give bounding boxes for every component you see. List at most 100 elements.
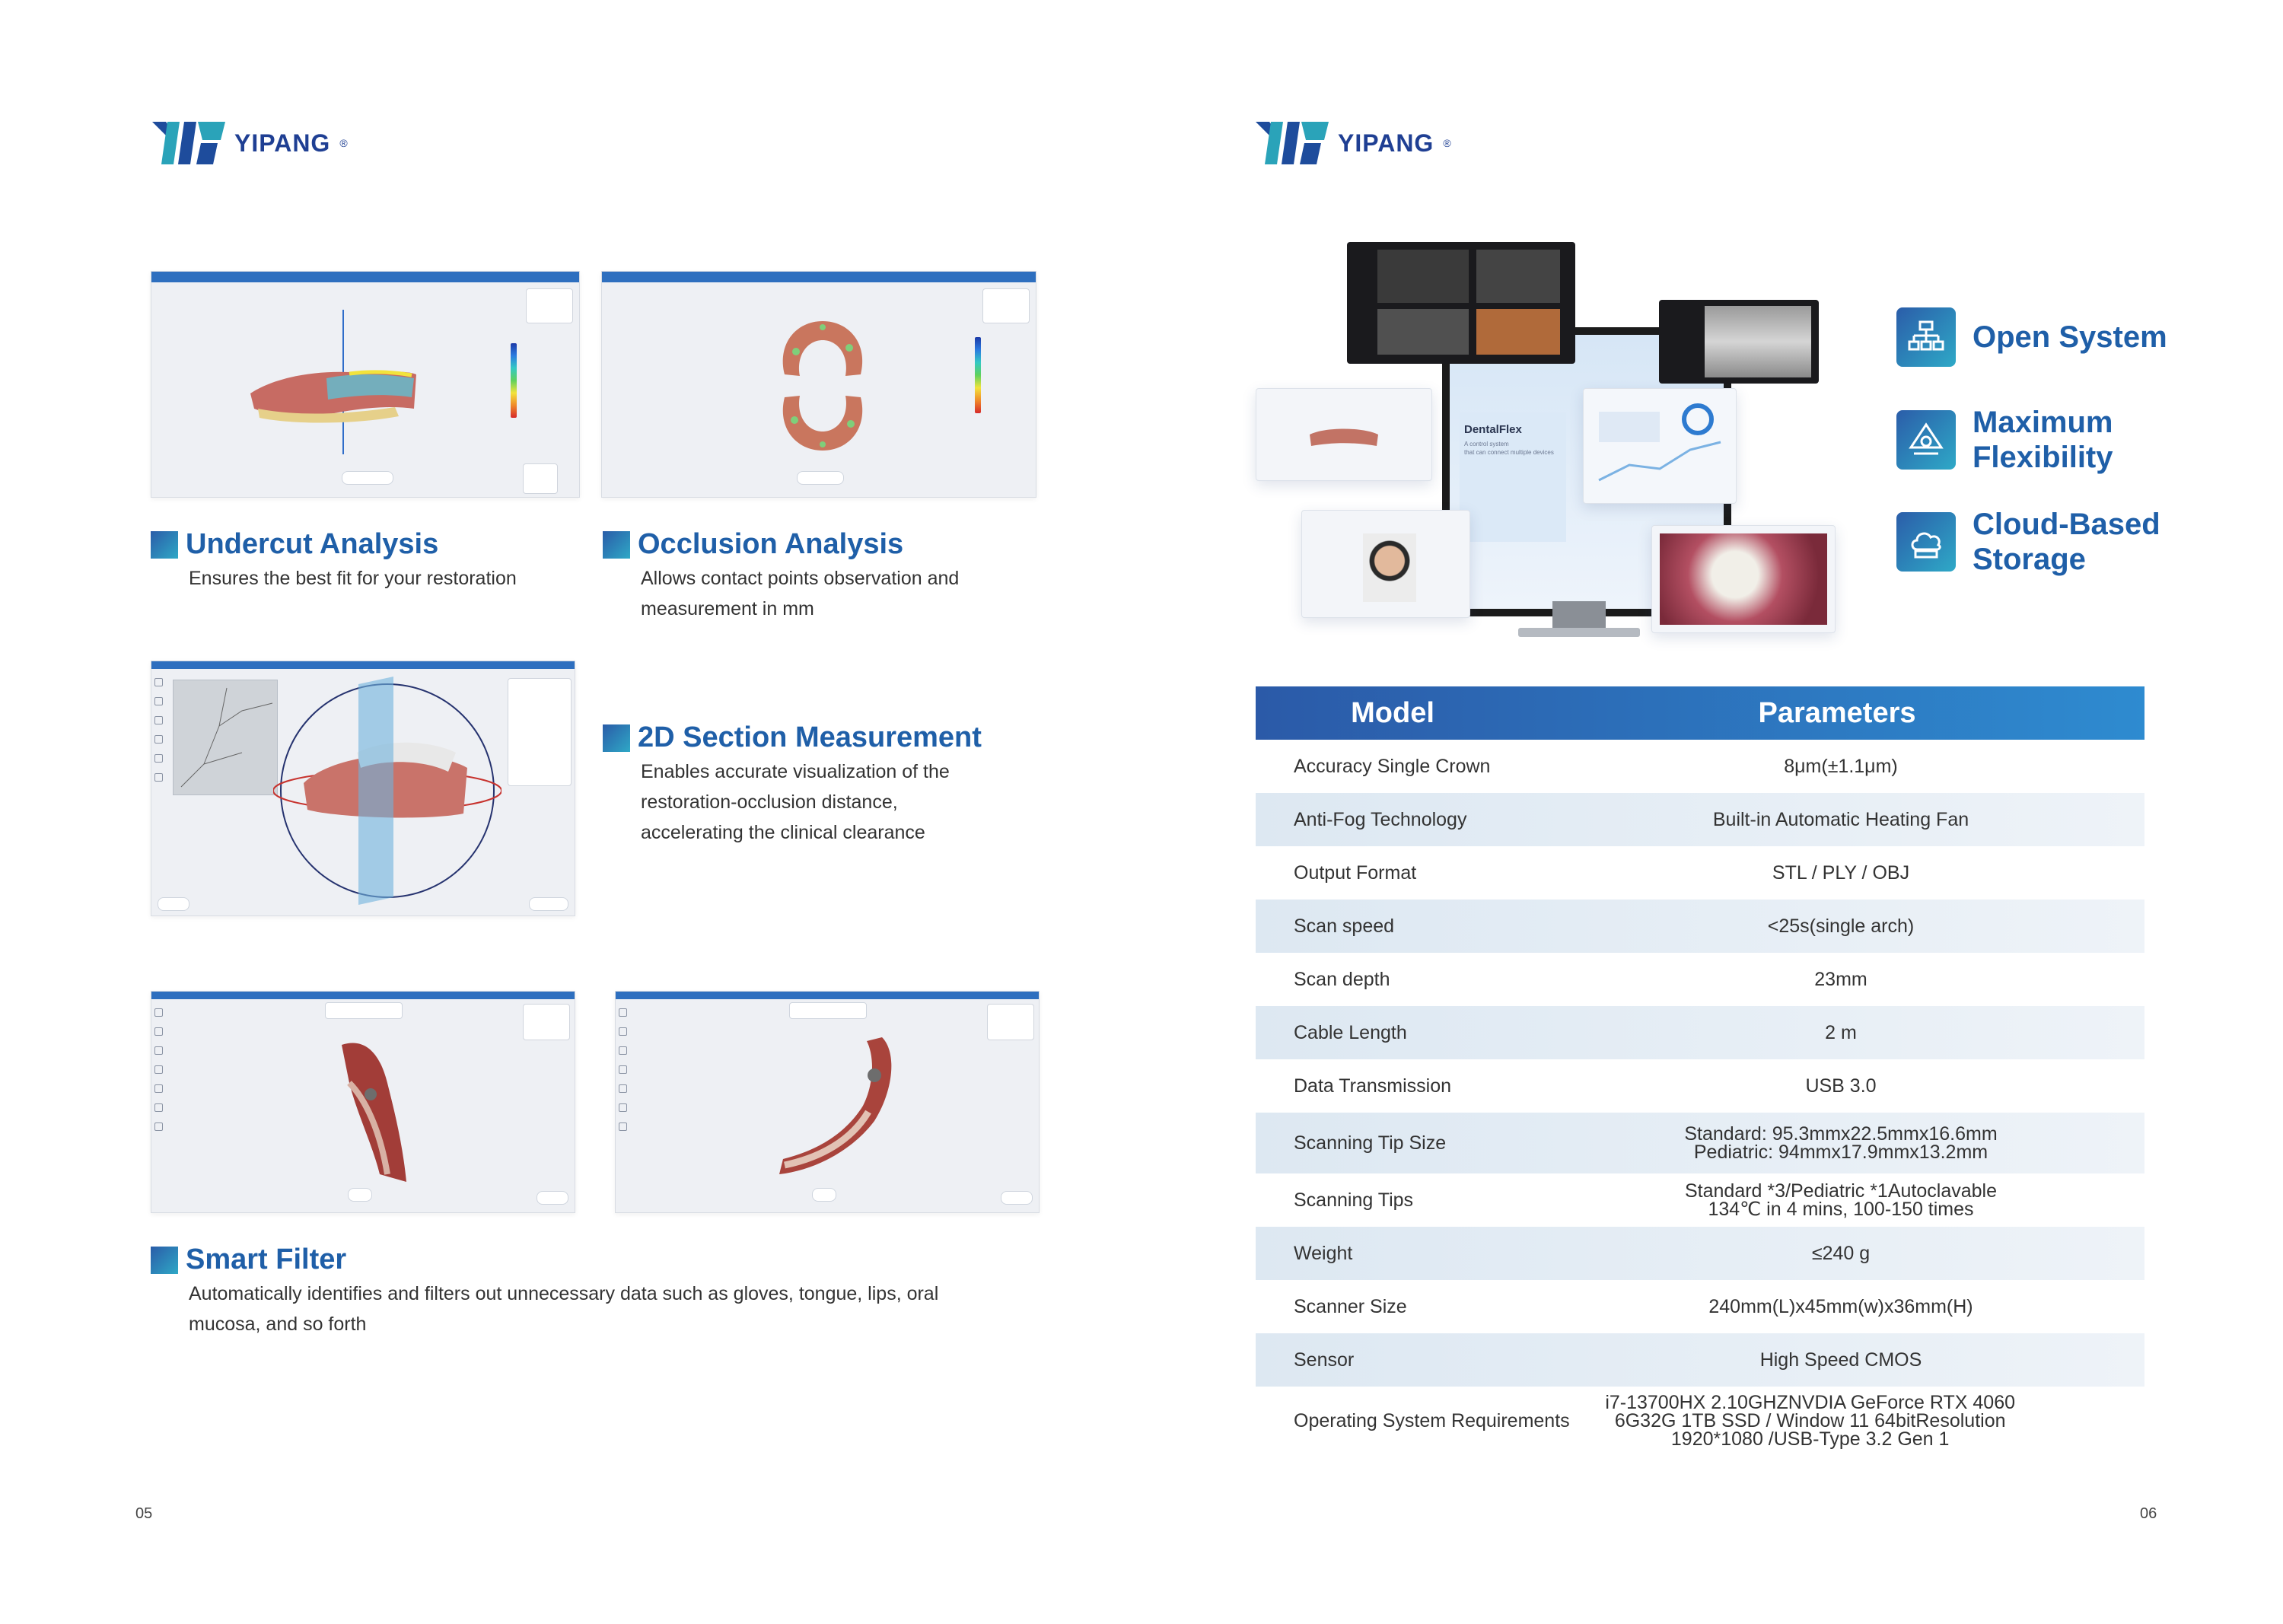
spec-name: Scanning Tips (1294, 1189, 1414, 1211)
occlusion-heading: Occlusion Analysis (603, 528, 903, 561)
next-button[interactable] (1001, 1191, 1033, 1205)
spec-value-line: 23mm (1814, 969, 1867, 990)
registered-mark: ® (1443, 137, 1451, 149)
app-titlebar (602, 272, 1036, 282)
brand-logo-right: YIPANG ® (1256, 122, 1451, 164)
spec-value-line: 1920*1080 /USB-Type 3.2 Gen 1 (1670, 1428, 1950, 1450)
desc-line: Automatically identifies and filters out… (189, 1283, 939, 1304)
spec-table-header: Model Parameters (1256, 686, 2144, 740)
spec-name: Accuracy Single Crown (1294, 755, 1491, 777)
dashboard-charts (1598, 403, 1721, 482)
remove-button[interactable] (158, 897, 189, 911)
spec-name: Data Transmission (1294, 1075, 1452, 1097)
dentalflex-title: DentalFlex (1464, 423, 1522, 436)
section-plane-model (273, 677, 501, 905)
measurement-panel (508, 678, 572, 786)
section-heading: 2D Section Measurement (603, 721, 982, 754)
spec-value-line: <25s(single arch) (1767, 915, 1915, 937)
app-titlebar (616, 992, 1039, 999)
tool-sidebar[interactable] (619, 1008, 629, 1131)
spec-value-line: 2 m (1825, 1022, 1857, 1043)
occlusion-description: Allows contact points observation and me… (641, 563, 959, 624)
view-toolbar[interactable] (342, 471, 393, 485)
view-toolbar[interactable] (797, 471, 844, 485)
spec-rows: Accuracy Single Crown 8μm(±1.1μm) Anti-Fog… (1256, 740, 2144, 1455)
page-number-left: 05 (135, 1505, 153, 1522)
feature-label: Maximum (1973, 406, 2113, 439)
spec-value: Built-in Automatic Heating Fan (1667, 809, 2144, 830)
spec-row: Weight≤240 g (1256, 1227, 2144, 1280)
spec-value-line: Pediatric: 94mmx17.9mmx13.2mm (1693, 1142, 1988, 1163)
undercut-title: Undercut Analysis (186, 528, 439, 560)
spec-value-line: Built-in Automatic Heating Fan (1712, 809, 1969, 830)
filter-before-screenshot (151, 991, 575, 1213)
view-panel (987, 1004, 1034, 1040)
view-panel (523, 1004, 570, 1040)
spec-value-line: Standard *3/Pediatric *1Autoclavable (1685, 1180, 1997, 1202)
next-button[interactable] (537, 1191, 568, 1205)
cbct-3d-view (1476, 309, 1560, 355)
undercut-heading: Undercut Analysis (151, 528, 438, 561)
registered-mark: ® (339, 137, 348, 149)
header-model: Model (1351, 696, 1434, 729)
tool-sidebar[interactable] (154, 1008, 165, 1131)
cloud-storage-icon (1896, 512, 1956, 572)
spec-row: Scanning Tips Standard *3/Pediatric *1Aut… (1256, 1173, 2144, 1227)
tool-sidebar[interactable] (154, 678, 165, 782)
spec-value-line: USB 3.0 (1805, 1075, 1877, 1097)
spec-value: 8μm(±1.1μm) (1667, 756, 2144, 777)
undercut-description: Ensures the best fit for your restoratio… (189, 563, 517, 594)
spec-value: ≤240 g (1667, 1244, 2144, 1263)
desc-line: Allows contact points observation and (641, 568, 960, 589)
feature-label: Open System (1973, 320, 2167, 354)
occlusion-screenshot (601, 271, 1036, 498)
xray-monitor (1659, 300, 1819, 384)
hero-device-collage: DentalFlex A control system that can con… (1256, 236, 1849, 647)
app-titlebar (151, 992, 575, 999)
intraoral-camera-window (1651, 525, 1836, 633)
brand-name: YIPANG (1338, 129, 1434, 157)
yipang-logo-mark-icon (152, 122, 225, 164)
heading-marker (603, 724, 630, 752)
filter-toolbar[interactable] (325, 1002, 403, 1019)
play-button[interactable] (812, 1188, 836, 1202)
feature-label: Flexibility (1973, 441, 2113, 474)
spec-name: Scan depth (1294, 968, 1390, 990)
spec-row: Scan speed <25s(single arch) (1256, 900, 2144, 953)
spec-name: Cable Length (1294, 1021, 1407, 1043)
spec-value-line: Standard: 95.3mmx22.5mmx16.6mm (1684, 1123, 1998, 1145)
filter-toolbar[interactable] (789, 1002, 867, 1019)
cbct-view (1476, 250, 1560, 303)
feature-label: Cloud-Based (1973, 508, 2160, 541)
dentalflex-caption: A control system (1464, 441, 1509, 447)
play-button[interactable] (348, 1188, 372, 1202)
filter-after-screenshot (615, 991, 1040, 1213)
contact-color-scale (975, 337, 981, 413)
feature-flexibility: Maximum Flexibility (1896, 405, 2113, 475)
spec-value-line: 134℃ in 4 mins, 100-150 times (1708, 1199, 1974, 1220)
spec-name: Scanning Tip Size (1294, 1132, 1447, 1154)
spec-value-line: STL / PLY / OBJ (1772, 862, 1910, 884)
spec-name: Scan speed (1294, 915, 1395, 937)
header-parameters: Parameters (1758, 696, 1916, 729)
spec-row: Scanning Tip Size Standard: 95.3mmx22.5mm… (1256, 1113, 2144, 1173)
cbct-monitor (1347, 242, 1575, 364)
complete-button[interactable] (529, 897, 568, 911)
desc-line: Ensures the best fit for your restoratio… (189, 568, 517, 589)
desc-line: mucosa, and so forth (189, 1314, 367, 1335)
spec-value: USB 3.0 (1667, 1075, 2144, 1097)
spec-name: Operating System Requirements (1294, 1409, 1570, 1431)
smart-filter-description: Automatically identifies and filters out… (189, 1279, 938, 1339)
spec-value: <25s(single arch) (1667, 915, 2144, 937)
spec-value-line: 6G32G 1TB SSD / Window 11 64bitResolutio… (1614, 1410, 2006, 1431)
section-measurement-screenshot (151, 661, 575, 916)
spec-value: 240mm(L)x45mm(w)x36mm(H) (1667, 1298, 2144, 1317)
scan-data-filtered (779, 1037, 892, 1174)
intraoral-image (1660, 533, 1827, 625)
desc-line: restoration-occlusion distance, (641, 791, 898, 813)
spec-value-line: 8μm(±1.1μm) (1784, 756, 1898, 777)
spec-value-line: High Speed CMOS (1759, 1349, 1922, 1371)
